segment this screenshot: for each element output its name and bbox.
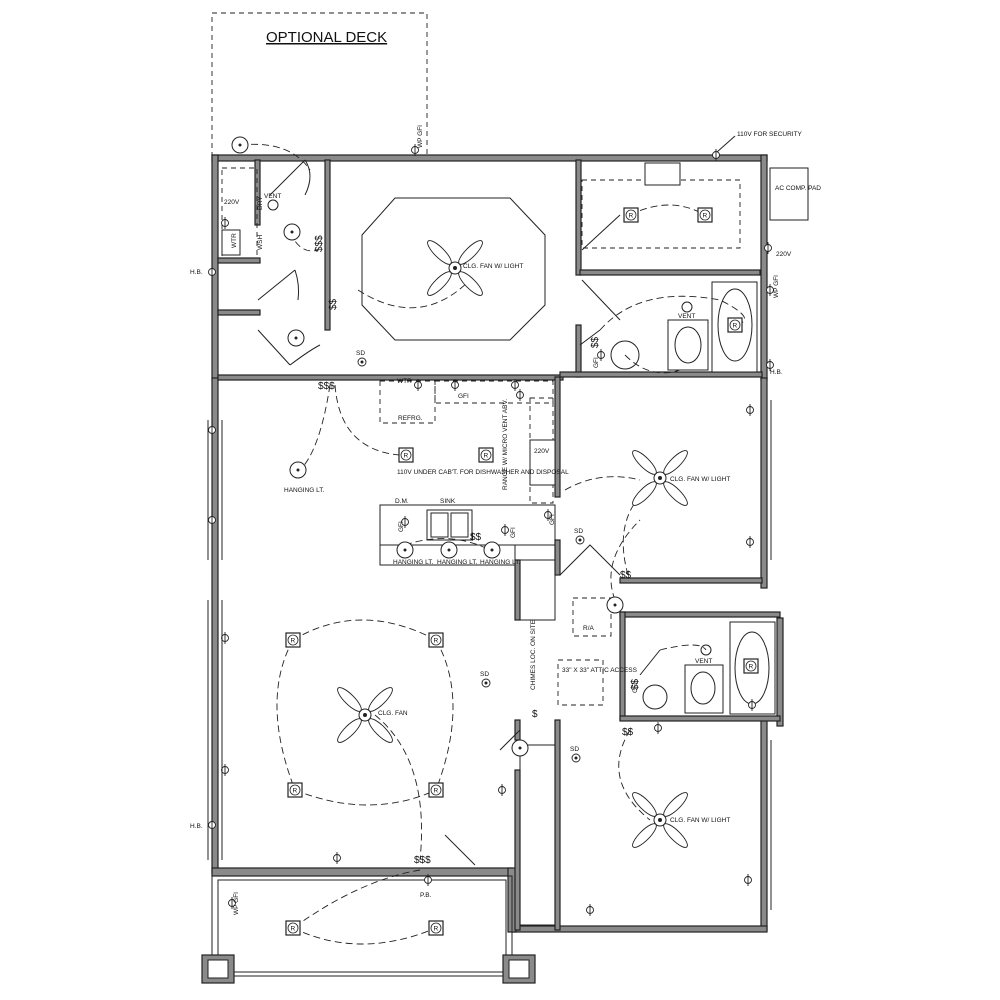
wiring — [239, 143, 746, 945]
tray-ceiling-outline — [361, 197, 546, 341]
svg-text:H.B.: H.B. — [770, 369, 783, 376]
recessed-light-letter: R — [629, 213, 634, 220]
svg-text:SD: SD — [570, 746, 579, 753]
svg-text:SINK: SINK — [440, 498, 456, 505]
svg-text:220V: 220V — [224, 199, 240, 206]
svg-text:CLG. FAN W/ LIGHT: CLG. FAN W/ LIGHT — [670, 817, 730, 824]
recessed-light-letter: R — [749, 664, 754, 671]
recessed-light-letter: R — [733, 323, 738, 330]
svg-text:VENT: VENT — [678, 313, 695, 320]
svg-text:GFI: GFI — [398, 521, 405, 532]
light-icon — [606, 596, 624, 614]
svg-text:CLG. FAN W/ LIGHT: CLG. FAN W/ LIGHT — [463, 263, 523, 270]
svg-text:$$: $$ — [622, 727, 634, 738]
svg-text:SD: SD — [480, 671, 489, 678]
svg-text:$: $ — [532, 709, 538, 720]
svg-text:GFI: GFI — [549, 514, 556, 525]
svg-text:220V: 220V — [776, 251, 792, 258]
smoke-detector-icon — [481, 678, 491, 688]
svg-text:$$: $$ — [590, 336, 601, 348]
svg-text:33" X 33" ATTIC ACCESS: 33" X 33" ATTIC ACCESS — [562, 667, 638, 674]
interior-walls — [217, 159, 781, 931]
svg-text:CLG. FAN: CLG. FAN — [378, 710, 408, 717]
svg-text:HANGING LT.: HANGING LT. — [437, 559, 478, 566]
smoke-detector-icon — [357, 357, 367, 367]
svg-text:R/A: R/A — [583, 625, 595, 632]
recessed-light-letter: R — [291, 638, 296, 645]
svg-text:DRY: DRY — [257, 196, 264, 210]
svg-text:GFI: GFI — [510, 527, 517, 538]
door-swings — [257, 159, 661, 866]
svg-text:HANGING LT.: HANGING LT. — [393, 559, 434, 566]
hanging-light-icon — [440, 541, 458, 559]
svg-text:220V: 220V — [534, 448, 550, 455]
light-icon — [231, 136, 249, 154]
svg-text:REFRG.: REFRG. — [398, 415, 423, 422]
light-icon — [287, 329, 305, 347]
hanging-light-icon — [396, 541, 414, 559]
ac-comp-pad — [769, 167, 809, 221]
recessed-light-letter: R — [434, 788, 439, 795]
svg-text:H.B.: H.B. — [190, 823, 203, 830]
light-icon — [511, 739, 529, 757]
svg-text:$$: $$ — [328, 298, 339, 310]
recessed-light-letter: R — [703, 213, 708, 220]
svg-text:CHIMES LOC. ON SITE: CHIMES LOC. ON SITE — [530, 619, 537, 690]
svg-text:VENT: VENT — [264, 193, 281, 200]
svg-text:WP GFI: WP GFI — [773, 275, 780, 298]
svg-text:CLG. FAN W/ LIGHT: CLG. FAN W/ LIGHT — [670, 476, 730, 483]
svg-text:HANGING LT.: HANGING LT. — [480, 559, 521, 566]
svg-text:D.M.: D.M. — [395, 498, 409, 505]
light-icon — [283, 223, 301, 241]
svg-text:$$: $$ — [630, 678, 641, 690]
recessed-light-letter: R — [293, 788, 298, 795]
svg-text:WTR: WTR — [231, 233, 238, 248]
svg-text:P.B.: P.B. — [420, 892, 432, 899]
front-porch — [201, 875, 536, 984]
svg-text:110V UNDER CAB'T. FOR DISHWASH: 110V UNDER CAB'T. FOR DISHWASHER AND DIS… — [397, 469, 569, 476]
smoke-detector-icon — [571, 753, 581, 763]
svg-text:SD: SD — [574, 528, 583, 535]
hall-closets: R/A 33" X 33" ATTIC ACCESS CHIMES LOC. O… — [519, 559, 638, 926]
svg-text:WP GFI: WP GFI — [417, 125, 424, 148]
svg-text:GFI: GFI — [458, 393, 469, 400]
svg-text:WTR: WTR — [397, 378, 412, 385]
recessed-light-letter: R — [434, 638, 439, 645]
recessed-light-letter: R — [404, 453, 409, 460]
svg-text:GFI: GFI — [593, 357, 600, 368]
svg-text:RANGE W/ MICRO VENT ABV.: RANGE W/ MICRO VENT ABV. — [502, 399, 509, 490]
smoke-detector-icon — [575, 535, 585, 545]
master-bath: VENT — [581, 162, 758, 373]
svg-text:110V FOR SECURITY: 110V FOR SECURITY — [737, 131, 803, 138]
optional-deck-label: OPTIONAL DECK — [266, 29, 387, 46]
svg-text:WSH: WSH — [257, 235, 264, 250]
svg-text:$$$: $$$ — [414, 855, 431, 866]
hanging-light-icon — [483, 541, 501, 559]
svg-text:$$: $$ — [620, 570, 632, 581]
svg-text:$$$: $$$ — [318, 381, 335, 392]
outlets — [208, 143, 774, 917]
svg-text:$$$: $$$ — [314, 235, 325, 252]
windows — [207, 400, 772, 910]
svg-text:$$: $$ — [470, 532, 482, 543]
hanging-light-icon — [289, 461, 307, 479]
svg-text:WP GFI: WP GFI — [233, 892, 240, 915]
svg-text:SD: SD — [356, 350, 365, 357]
recessed-light-letter: R — [291, 926, 296, 933]
svg-text:GFI: GFI — [632, 682, 639, 693]
recessed-light-letter: R — [484, 453, 489, 460]
ac-comp-pad-label: AC COMP. PAD — [775, 185, 821, 192]
recessed-light-letter: R — [434, 926, 439, 933]
svg-text:VENT: VENT — [695, 658, 712, 665]
svg-text:HANGING LT.: HANGING LT. — [284, 487, 325, 494]
laundry-area: 220V DRY WSH WTR VENT — [221, 167, 281, 259]
svg-text:H.B.: H.B. — [190, 269, 203, 276]
hall-bath: VENT — [642, 621, 776, 715]
